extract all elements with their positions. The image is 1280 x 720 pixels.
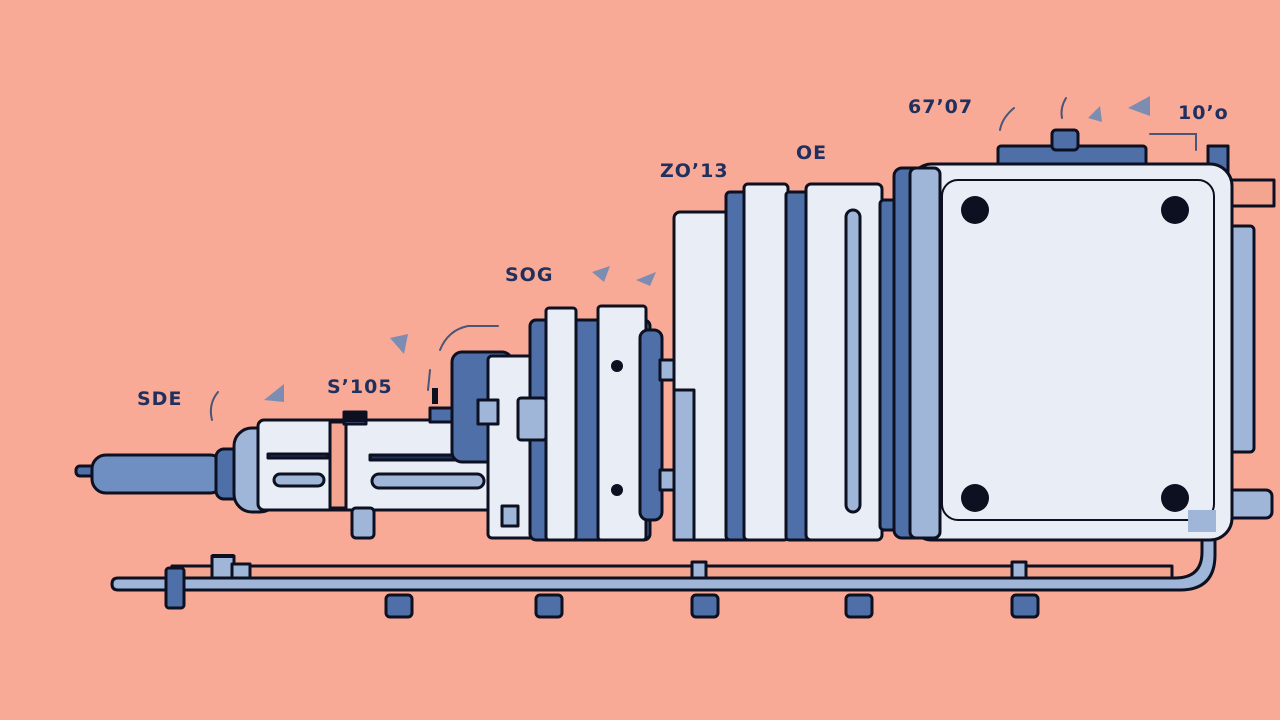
bolt-hole-icon	[1161, 196, 1189, 224]
rail-foot	[1010, 593, 1040, 619]
bolt-hole-icon	[961, 484, 989, 512]
bolt-hole-icon	[1161, 484, 1189, 512]
terminals	[212, 388, 438, 558]
triangle-marker-icon	[390, 334, 408, 354]
triangle-marker-icon	[592, 266, 610, 282]
rail-foot	[844, 593, 874, 619]
mount-holes	[611, 196, 1189, 512]
rail-clamp	[164, 566, 186, 610]
spindle-housing	[232, 418, 500, 540]
callout-arrows	[264, 96, 1150, 402]
plate-stack	[672, 182, 900, 542]
triangle-marker-icon	[636, 272, 656, 286]
label-zo13: ZOʼ13	[660, 160, 729, 182]
bolt-hole-icon	[961, 196, 989, 224]
triangle-marker-icon	[1128, 96, 1150, 116]
label-6707: 67ʼ07	[908, 96, 974, 118]
triangle-marker-icon	[264, 384, 284, 402]
base-rail	[110, 528, 1217, 619]
label-10o: 10ʼo	[1178, 102, 1229, 124]
triangle-marker-icon	[1088, 106, 1102, 122]
label-sde: SDE	[137, 388, 183, 410]
label-oe: OE	[796, 142, 828, 164]
bolt-hole-icon	[611, 360, 623, 372]
label-sog: SOG	[505, 264, 554, 286]
rail-foot	[690, 593, 720, 619]
rail-foot	[534, 593, 564, 619]
label-s105: Sʼ105	[327, 376, 393, 398]
bolt-hole-icon	[611, 484, 623, 496]
callout-lines	[209, 97, 1197, 421]
rail-foot	[384, 593, 414, 619]
main-housing	[892, 128, 1276, 542]
drive-shaft	[74, 447, 248, 501]
